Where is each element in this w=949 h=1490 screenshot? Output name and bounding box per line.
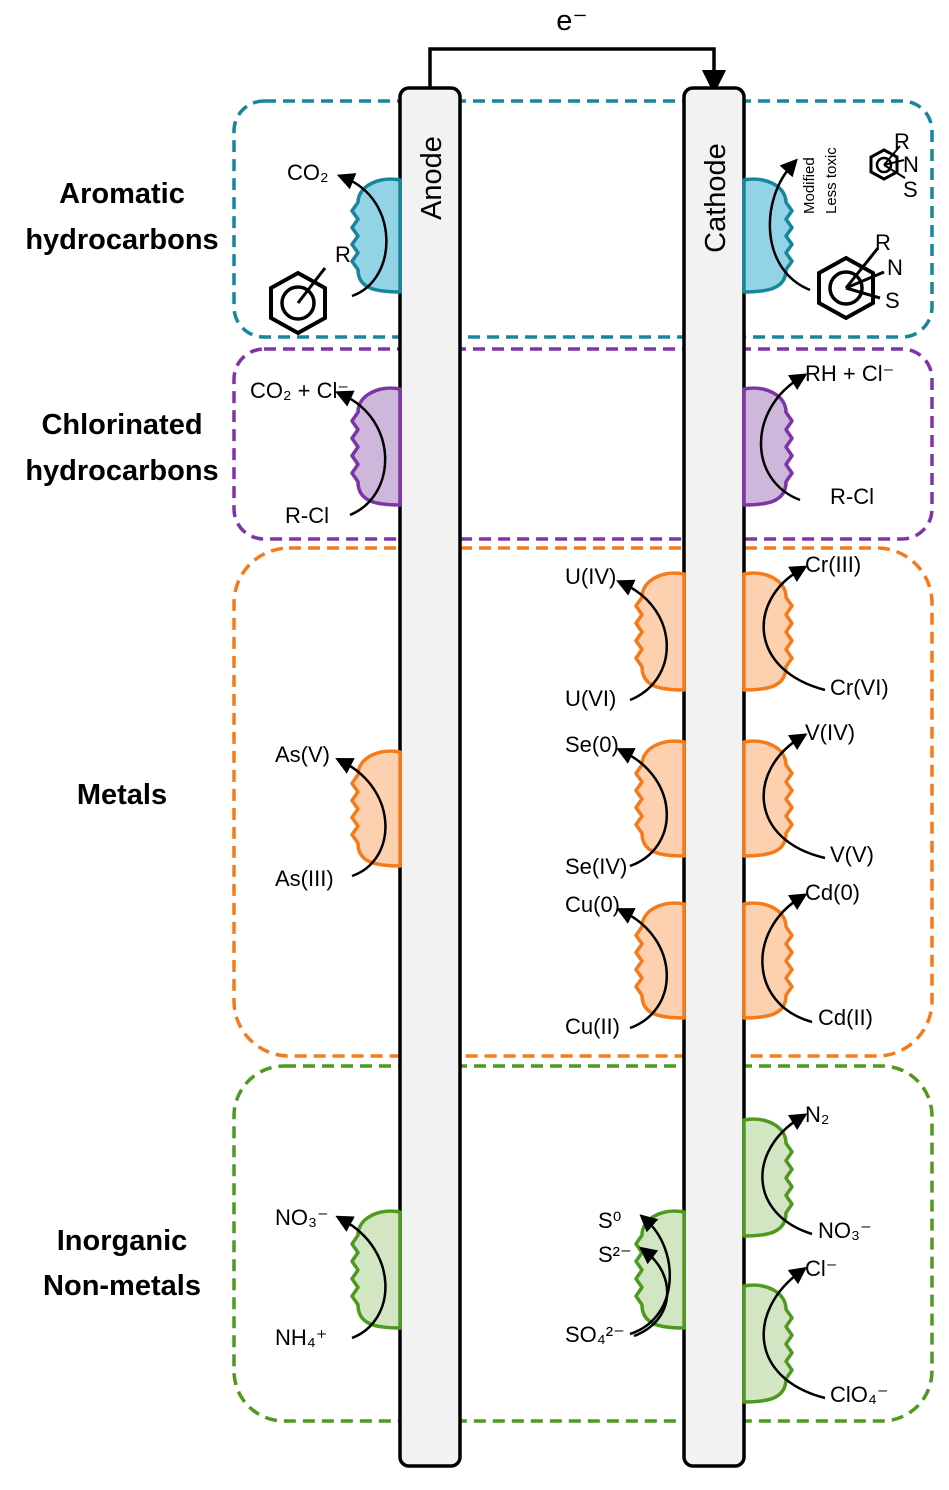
n2-product: N₂	[805, 1102, 829, 1127]
so4-cathode-s0-reaction-arrow	[629, 1214, 672, 1336]
cu-reactant: Cu(II)	[565, 1014, 620, 1039]
chlorinated-section-box	[232, 347, 934, 541]
small-ring-r-atom: R	[894, 129, 910, 154]
se-cathode-reaction-arrow	[616, 748, 668, 868]
cathode-label: Cathode	[700, 143, 732, 253]
cr-product: Cr(III)	[805, 552, 861, 577]
cathode-electrode	[682, 86, 746, 1468]
ring-r-atom: R	[875, 230, 891, 255]
nh4-anode-microbe	[350, 1209, 402, 1330]
so4-cathode-s2-reaction-arrow	[633, 1246, 669, 1338]
aromatic-less-toxic-text: Less toxic	[823, 147, 840, 214]
cl-product: Cl⁻	[805, 1256, 837, 1281]
cd-product: Cd(0)	[805, 880, 860, 905]
as-reactant: As(III)	[275, 866, 334, 891]
ring-n-atom: N	[887, 255, 903, 280]
cr-cathode-reaction-arrow	[762, 565, 826, 692]
metals-label: Metals	[77, 779, 167, 811]
metals-section-box	[232, 546, 934, 1058]
v-cathode-reaction-arrow	[762, 733, 826, 860]
v-cathode-microbe	[742, 739, 794, 858]
u-product: U(IV)	[565, 564, 616, 589]
electron-label: e⁻	[556, 5, 587, 37]
no3-cathode-reactant: NO₃⁻	[818, 1218, 872, 1243]
as-anode-reaction-arrow	[335, 758, 387, 878]
cu-product: Cu(0)	[565, 892, 620, 917]
se-reactant: Se(IV)	[565, 854, 627, 879]
anode-label: Anode	[416, 136, 448, 220]
ring-s-atom: S	[885, 288, 900, 313]
s0-product: S⁰	[598, 1208, 622, 1233]
clo4-cathode-reaction-arrow	[762, 1266, 826, 1400]
v-reactant: V(V)	[830, 842, 874, 867]
aromatic-anode-r-atom: R	[335, 242, 351, 267]
chlorinated-cathode-microbe	[742, 386, 794, 507]
u-cathode-reaction-arrow	[616, 579, 668, 702]
cd-reactant: Cd(II)	[818, 1005, 873, 1030]
small-ring-n-atom: N	[903, 152, 919, 177]
aromatic-anode-reaction-arrow	[336, 173, 388, 298]
aromatic-cathode-microbe	[742, 177, 794, 294]
se-product: Se(0)	[565, 732, 619, 757]
no3-cathode-microbe	[742, 1117, 794, 1238]
benzene-ring-small-icon	[869, 145, 906, 181]
so4-reactant: SO₄²⁻	[565, 1322, 625, 1347]
cr-reactant: Cr(VI)	[830, 675, 889, 700]
microbe-layer	[335, 158, 826, 1404]
aromatic-modified-text: Modified	[801, 157, 818, 214]
v-product: V(IV)	[805, 720, 855, 745]
aromatic-anode-product: CO₂	[287, 160, 329, 185]
external-wire	[428, 47, 727, 95]
as-anode-microbe	[350, 749, 402, 868]
chlorinated-cathode-reactant: R-Cl	[830, 484, 874, 509]
no3-cathode-reaction-arrow	[761, 1113, 813, 1236]
anode-electrode	[398, 86, 462, 1468]
clo4-reactant: ClO₄⁻	[830, 1382, 888, 1407]
nh4-anode-reactant: NH₄⁺	[275, 1325, 327, 1350]
benzene-ring-anode-icon	[269, 267, 327, 336]
cr-cathode-microbe	[742, 571, 794, 692]
cd-cathode-reaction-arrow	[761, 893, 813, 1024]
chlorinated-anode-microbe	[350, 386, 402, 507]
chlorinated-anode-product: CO₂ + Cl⁻	[250, 378, 349, 403]
aromatic-cathode-reaction-arrow	[768, 158, 811, 292]
cu-cathode-reaction-arrow	[616, 908, 668, 1030]
cd-cathode-microbe	[742, 901, 794, 1020]
inorganic-section-box	[232, 1064, 934, 1423]
clo4-cathode-microbe	[742, 1283, 794, 1404]
as-product: As(V)	[275, 742, 330, 767]
aromatic-section-box	[232, 99, 934, 339]
u-reactant: U(VI)	[565, 686, 616, 711]
no3-anode-product: NO₃⁻	[275, 1205, 329, 1230]
s2-product: S²⁻	[598, 1242, 632, 1267]
cu-cathode-microbe	[634, 901, 686, 1020]
chlorinated-anode-reaction-arrow	[335, 390, 387, 517]
benzene-ring-cathode-icon	[817, 247, 885, 321]
chlorinated-anode-reactant: R-Cl	[285, 503, 329, 528]
small-ring-s-atom: S	[903, 177, 918, 202]
aromatic-anode-microbe	[350, 177, 402, 294]
nh4-anode-reaction-arrow	[335, 1215, 387, 1340]
chlorinated-cathode-reaction-arrow	[759, 373, 808, 502]
chlorinated-cathode-product: RH + Cl⁻	[805, 361, 894, 386]
